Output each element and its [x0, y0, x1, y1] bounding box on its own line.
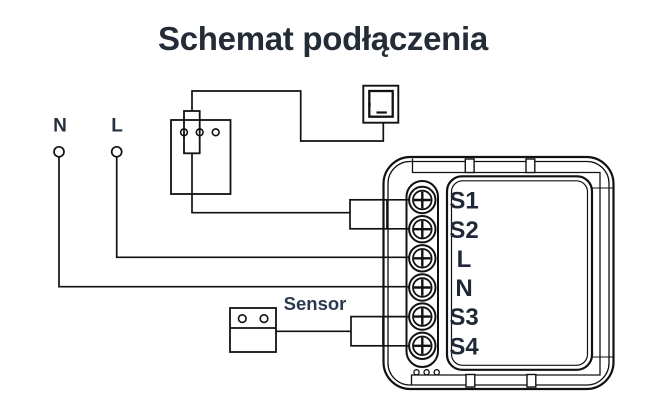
led-dot-2	[423, 369, 430, 376]
sensor-box	[229, 307, 277, 353]
junction-box-s3s4-rect	[350, 315, 384, 347]
wall-switch	[362, 84, 400, 124]
load-terminal-hole-2	[195, 128, 204, 137]
terminal-strip	[405, 180, 439, 368]
wire-load-to-junction	[191, 153, 350, 214]
phillips-screw-icon	[414, 308, 431, 325]
screw-terminal-n	[408, 273, 437, 302]
terminal-label-n: N	[455, 275, 472, 302]
terminal-post-n-circle	[53, 145, 65, 158]
terminal-post-l-circle	[110, 145, 123, 158]
mounting-tab-bottom-2	[526, 373, 537, 388]
relay-module: S1 S2 L N S3 S4	[382, 155, 615, 391]
mounting-tab-top-1	[464, 158, 475, 174]
wire-load-to-switch	[191, 90, 385, 142]
page-title: Schemat podłączenia	[158, 20, 489, 57]
switch-pivot-mark	[368, 102, 371, 107]
sensor-label: Sensor	[284, 293, 347, 314]
mounting-tab-top-2	[525, 158, 536, 174]
load-terminal-hole-3	[211, 128, 220, 137]
screw-terminal-l	[408, 244, 437, 273]
module-body	[445, 175, 594, 371]
screw-terminal-s4	[408, 331, 437, 360]
load-plug	[183, 110, 201, 155]
junction-box-s1s2-rect	[349, 198, 388, 230]
load-device	[170, 110, 232, 195]
sensor-device: Sensor	[229, 293, 347, 353]
wall-switch-outer-frame	[362, 84, 400, 124]
module-body-inner	[450, 180, 589, 366]
phillips-screw-icon	[414, 220, 431, 238]
screw-terminal-s1	[408, 185, 437, 215]
phillips-screw-icon	[414, 337, 431, 355]
mounting-tab-bottom-1	[465, 373, 476, 388]
label-neutral: N	[53, 116, 67, 137]
wire-neutral	[58, 156, 416, 288]
led-dot-1	[413, 369, 420, 376]
terminal-label-s3: S3	[449, 304, 478, 331]
sensor-hole-1	[237, 314, 247, 324]
phillips-screw-icon	[414, 191, 431, 209]
phillips-screw-icon	[414, 279, 431, 296]
sensor-hole-2	[259, 314, 269, 324]
module-face-lines	[410, 158, 601, 385]
terminal-label-s1: S1	[449, 188, 478, 215]
led-dot-3	[433, 369, 440, 376]
load-device-box	[170, 119, 232, 195]
wire-live	[115, 156, 416, 259]
module-outline-outer	[382, 155, 615, 391]
phillips-screw-icon	[414, 250, 431, 267]
screw-terminal-s3	[408, 302, 437, 331]
terminal-label-s2: S2	[449, 217, 478, 244]
screw-terminal-s2	[408, 215, 437, 244]
load-terminal-hole-1	[179, 128, 189, 137]
module-outline-inner	[387, 160, 610, 386]
terminal-label-s4: S4	[449, 333, 479, 360]
label-live: L	[111, 116, 123, 137]
terminal-label-l: L	[457, 246, 472, 273]
